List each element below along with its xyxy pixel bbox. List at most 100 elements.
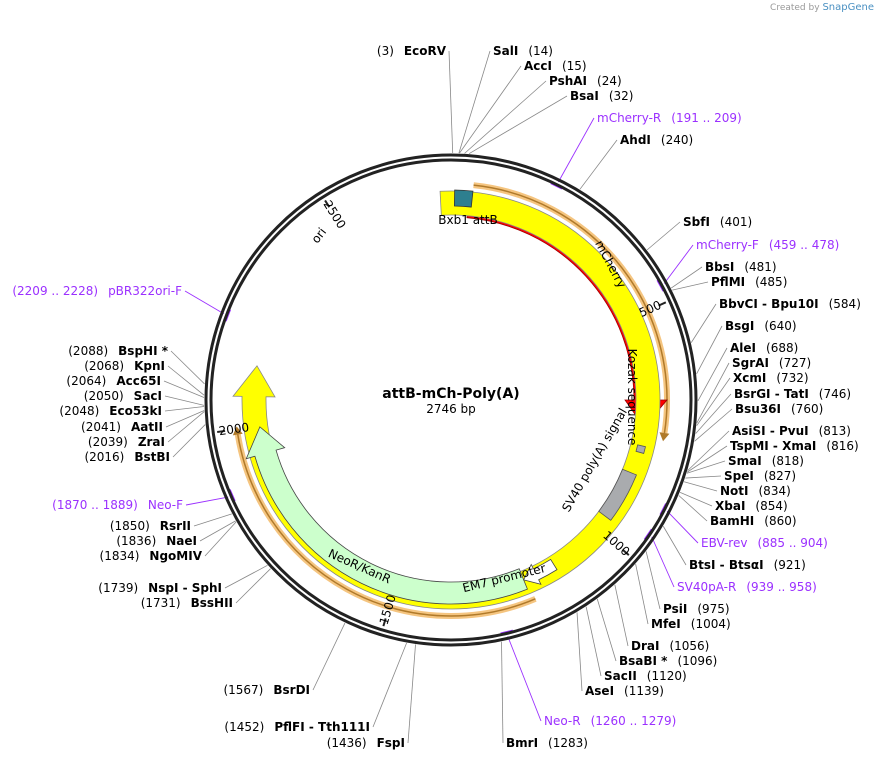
restriction-site-label[interactable]: BbvCI - Bpu10I(584) [719,297,861,311]
restriction-site-label[interactable]: MfeI(1004) [651,617,731,631]
restriction-site-label[interactable]: AseI(1139) [585,684,664,698]
site-leader-line [695,393,732,434]
site-name: BbsI [705,260,734,274]
restriction-site-label[interactable]: BtsI - BtsαI(921) [689,558,806,572]
restriction-site-label[interactable]: BsaBI *(1096) [619,654,717,668]
restriction-site-label[interactable]: (2041)AatII [81,420,163,434]
site-position: (1120) [647,669,687,683]
bxb1-attb-feature[interactable] [453,189,474,208]
site-name: EcoRV [404,44,447,58]
site-name: XbaI [715,499,745,513]
kozak-sequence-feature[interactable] [635,444,646,454]
sv40-polya-signal-feature[interactable] [598,468,637,521]
restriction-site-label[interactable]: TspMI - XmaI(816) [730,439,859,453]
restriction-site-label[interactable]: (2039)ZraI [88,435,165,449]
restriction-site-label[interactable]: PflMI(485) [711,275,787,289]
restriction-site-label[interactable]: (1836)NaeI [116,534,197,548]
primer-range: (2209 .. 2228) [12,284,98,298]
restriction-site-label[interactable]: AhdI(240) [620,133,693,147]
restriction-site-label[interactable]: Bsu36I(760) [735,402,823,416]
feature-label[interactable]: Kozak sequence [625,349,639,446]
site-leader-line [501,641,504,744]
primer-name: mCherry-F [696,238,759,252]
restriction-site-label[interactable]: NotI(834) [720,484,791,498]
restriction-site-label[interactable]: XbaI (854) [715,499,788,513]
restriction-site-label[interactable]: BsgI(640) [725,319,797,333]
restriction-site-label[interactable]: BsaI(32) [570,89,634,103]
restriction-site-label[interactable]: (1850)RsrII [110,519,191,533]
site-position: (834) [759,484,791,498]
restriction-site-label[interactable]: BmrI(1283) [506,736,588,750]
primer-name: EBV-rev [701,536,747,550]
primer-label[interactable]: (1870 .. 1889)Neo-F [52,498,183,512]
restriction-site-label[interactable]: (1739)NspI - SphI [98,581,222,595]
restriction-site-label[interactable]: AleI(688) [730,341,798,355]
site-position: (240) [661,133,693,147]
site-position: (24) [597,74,622,88]
site-leader-line [448,50,454,154]
orange-arc-mcherry-head [659,432,670,442]
restriction-site-label[interactable]: (2064)Acc65I [66,374,161,388]
restriction-site-label[interactable]: (2068)KpnI [84,359,165,373]
primer-label[interactable]: EBV-rev(885 .. 904) [701,536,828,550]
site-name: Acc65I [116,374,161,388]
restriction-site-label[interactable]: (1731)BssHII [141,596,233,610]
site-name: Eco53kI [109,404,162,418]
restriction-site-label[interactable]: BsrGI - TatI(746) [734,387,851,401]
site-name: AccI [524,59,552,73]
em7-promoter-feature[interactable] [523,558,558,585]
restriction-site-label[interactable]: (3) EcoRV [377,44,447,58]
feature-label[interactable]: Bxb1 attB [438,213,497,227]
primer-label[interactable]: mCherry-F(459 .. 478) [696,238,839,252]
restriction-site-label[interactable]: (2016)BstBI [84,450,170,464]
site-leader-line [407,644,416,744]
site-name: SmaI [728,454,762,468]
restriction-site-label[interactable]: AsiSI - PvuI(813) [732,424,851,438]
site-name: PflMI [711,275,745,289]
site-leader-line [635,563,649,625]
site-leader-line [204,521,237,557]
restriction-site-label[interactable]: AccI(15) [524,59,587,73]
restriction-site-label[interactable]: SpeI(827) [724,469,796,483]
site-name: AsiSI - PvuI [732,424,809,438]
site-position: (854) [755,499,787,513]
neor-kanr-feature[interactable] [245,426,528,605]
restriction-site-label[interactable]: SmaI(818) [728,454,804,468]
site-position: (2050) [84,389,124,403]
restriction-site-label[interactable]: (1436)FspI [327,736,405,750]
restriction-site-label[interactable]: SbfI(401) [683,215,752,229]
site-position: (32) [609,89,634,103]
primer-label[interactable]: SV40pA-R(939 .. 958) [677,580,817,594]
restriction-site-label[interactable]: SalI(14) [493,44,553,58]
restriction-site-label[interactable]: (2050)SacI [84,389,162,403]
site-name: PflFI - Tth111I [274,720,370,734]
restriction-site-label[interactable]: (1452)PflFI - Tth111I [224,720,370,734]
restriction-site-label[interactable]: XcmI(732) [733,371,809,385]
site-leader-line [662,526,687,566]
restriction-site-label[interactable]: (1567)BsrDI [223,683,310,697]
restriction-site-label[interactable]: BamHI(860) [710,514,797,528]
tick-mark [217,429,226,434]
restriction-site-label[interactable]: SacII(1120) [604,669,687,683]
site-leader-line [696,377,731,426]
restriction-site-label[interactable]: SgrAI(727) [732,356,811,370]
restriction-site-label[interactable]: (2088)BspHI * [68,344,168,358]
restriction-site-label[interactable]: (1834)NgoMIV [100,549,203,563]
feature-label[interactable]: ori [309,225,330,246]
primer-name: pBR322ori-F [108,284,182,298]
restriction-site-label[interactable]: PsiI(975) [663,602,730,616]
site-name: AleI [730,341,756,355]
site-position: (3) [377,44,394,58]
site-position: (401) [720,215,752,229]
site-leader-line [696,325,723,374]
restriction-site-label[interactable]: BbsI(481) [705,260,777,274]
site-position: (584) [829,297,861,311]
restriction-site-label[interactable]: PshAI(24) [549,74,622,88]
site-position: (732) [776,371,808,385]
primer-label[interactable]: (2209 .. 2228) pBR322ori-F [12,284,182,298]
primer-label[interactable]: mCherry-R(191 .. 209) [597,111,742,125]
restriction-site-label[interactable]: DraI(1056) [631,639,709,653]
ori-feature[interactable] [232,190,661,610]
primer-label[interactable]: Neo-R(1260 .. 1279) [544,714,676,728]
restriction-site-label[interactable]: (2048)Eco53kI [59,404,162,418]
